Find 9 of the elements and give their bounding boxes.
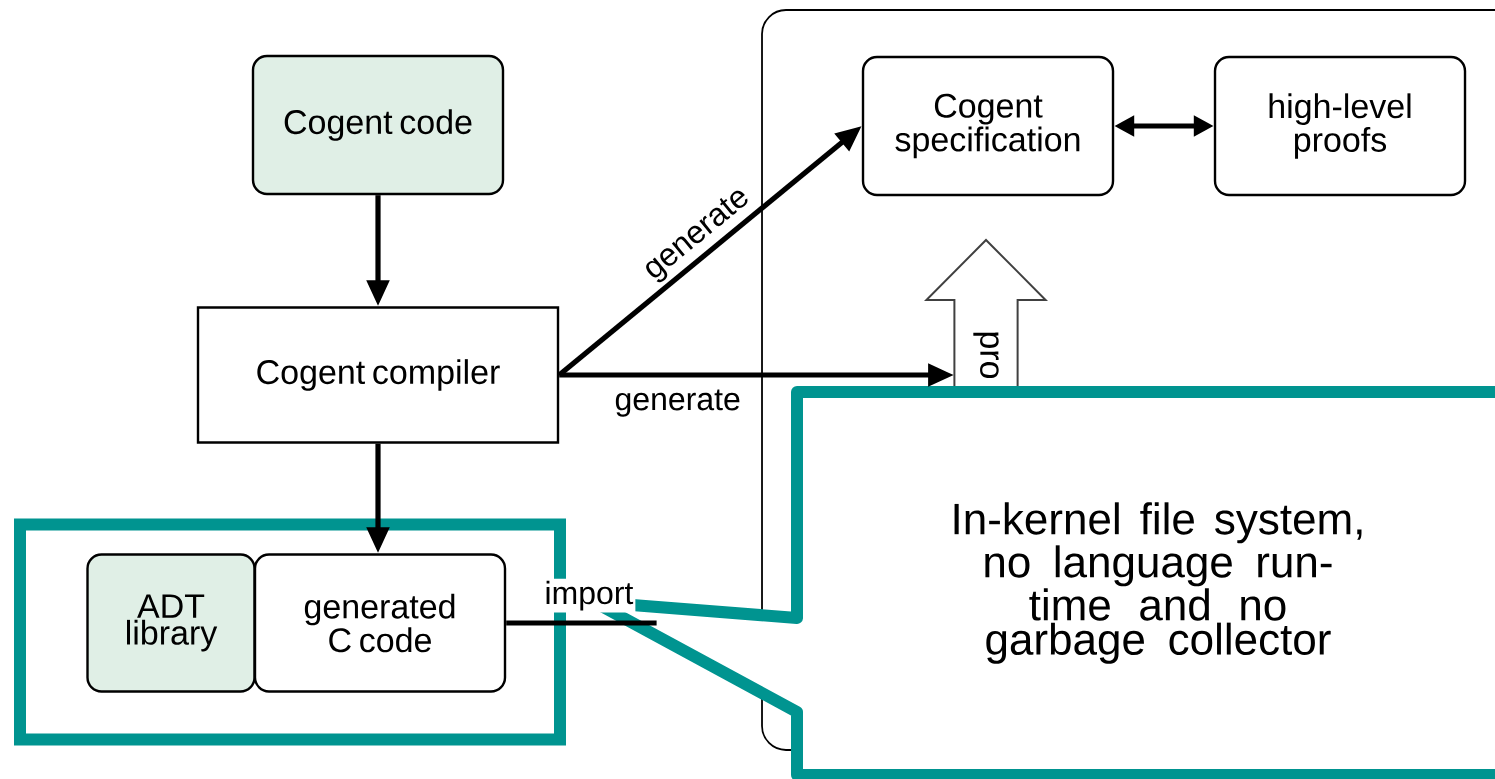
proofs-box: high-level proofs	[1213, 55, 1467, 197]
edge-label: generate	[612, 387, 743, 419]
specification-box: Cogent specification	[861, 55, 1115, 197]
compiler-box: Cogent compiler	[196, 306, 560, 444]
edge-label: import	[542, 578, 636, 613]
library-box: ADT library	[86, 553, 256, 693]
code-box: generated C code	[253, 553, 507, 693]
code-box: Cogent code	[251, 54, 505, 196]
node-label: In-kernel file system, no language run-time and no garbage collector	[954, 502, 1362, 664]
